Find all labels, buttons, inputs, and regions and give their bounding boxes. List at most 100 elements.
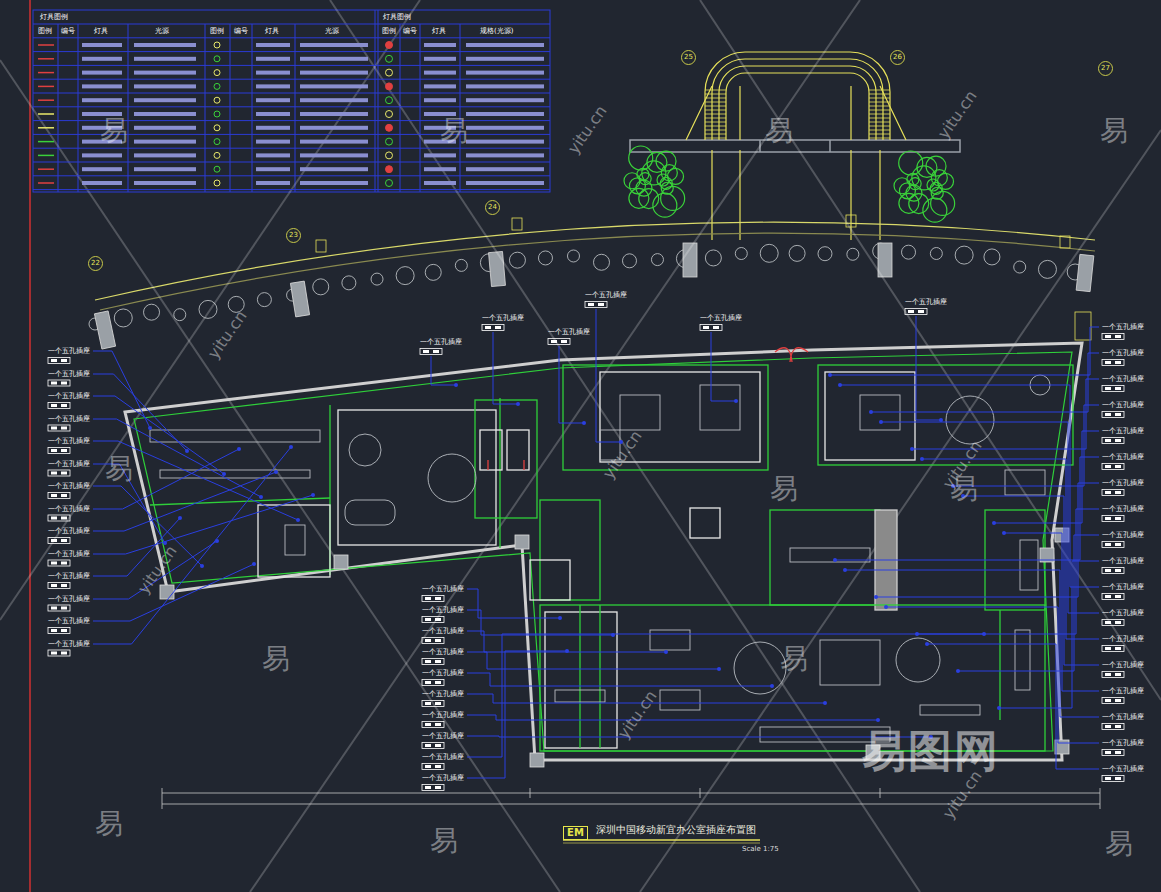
socket-tag: 一个五孔插座 — [422, 710, 464, 720]
socket-symbol — [425, 786, 431, 789]
table-cell-fill — [82, 84, 122, 88]
socket-tag: 一个五孔插座 — [700, 313, 742, 323]
drawing-title: 深圳中国移动新宜办公室插座布置图 — [596, 823, 756, 837]
table-cell-fill — [300, 140, 368, 144]
socket-symbol — [1115, 725, 1121, 728]
socket-tag: 一个五孔插座 — [1102, 738, 1144, 748]
furniture — [285, 525, 305, 555]
site-boundary — [100, 233, 1095, 310]
socket-symbol — [1115, 647, 1121, 650]
watermark: 易 — [95, 805, 123, 843]
socket-symbol — [435, 681, 441, 684]
table-cell-fill — [424, 98, 456, 102]
leader-line — [467, 651, 567, 778]
shrub-symbols — [174, 309, 186, 321]
legend-symbol — [214, 56, 220, 62]
socket-tag: 一个五孔插座 — [422, 773, 464, 783]
socket-point — [289, 445, 293, 449]
socket-symbol — [61, 652, 67, 655]
socket-symbol — [1115, 673, 1121, 676]
socket-symbol — [51, 472, 57, 475]
socket-symbol — [51, 539, 57, 542]
socket-tag: 一个五孔插座 — [1102, 530, 1144, 540]
socket-symbol — [48, 358, 70, 364]
socket-symbol — [422, 596, 444, 602]
socket-symbol — [1105, 673, 1111, 676]
table-cell-fill — [82, 167, 122, 171]
socket-point — [664, 650, 668, 654]
stair-steps — [705, 106, 726, 107]
grid-axis-bubble: 23 — [286, 228, 301, 243]
socket-symbol — [425, 681, 431, 684]
stair-steps — [705, 138, 726, 139]
axis-number: 22 — [91, 260, 100, 267]
interior-walls — [690, 508, 720, 538]
entrance-stair — [879, 150, 880, 240]
socket-symbol — [1115, 699, 1121, 702]
socket-symbol — [1105, 777, 1111, 780]
socket-symbol — [61, 449, 67, 452]
stair-steps — [869, 98, 890, 99]
socket-tag: 一个五孔插座 — [1102, 556, 1144, 566]
tree-symbols — [899, 151, 923, 175]
legend-line-sample — [38, 155, 54, 157]
socket-symbol — [1102, 516, 1124, 522]
shrub-symbols — [735, 248, 747, 260]
shrub-symbols — [371, 273, 383, 285]
grid-axis-bubble: 26 — [890, 50, 905, 65]
socket-tag: 一个五孔插座 — [1102, 452, 1144, 462]
socket-symbol — [48, 560, 70, 566]
shrub-symbols — [955, 246, 973, 264]
watermark: yitu.cn — [934, 87, 981, 142]
legend-symbol — [214, 139, 220, 145]
socket-tag: 一个五孔插座 — [585, 290, 627, 300]
legend-line-sample — [38, 44, 54, 46]
table-cell-fill — [424, 167, 456, 171]
structural-columns — [530, 753, 544, 767]
stair-steps — [705, 94, 726, 95]
socket-symbol — [435, 597, 441, 600]
socket-symbol — [1105, 465, 1111, 468]
socket-symbol — [1105, 335, 1111, 338]
shrub-symbols — [760, 244, 778, 262]
socket-tag: 一个五孔插座 — [420, 337, 462, 347]
axis-number: 26 — [893, 54, 902, 61]
socket-tag: 一个五孔插座 — [48, 369, 90, 379]
socket-tag: 一个五孔插座 — [905, 297, 947, 307]
shrub-symbols — [538, 251, 552, 265]
socket-point — [823, 701, 827, 705]
socket-symbol — [1115, 595, 1121, 598]
socket-symbol — [435, 660, 441, 663]
table-cell-fill — [466, 140, 544, 144]
title-underline — [563, 839, 760, 841]
socket-tag: 一个五孔插座 — [48, 459, 90, 469]
tree-symbols — [926, 156, 946, 176]
furniture — [650, 630, 690, 650]
socket-symbol — [422, 722, 444, 728]
socket-symbol — [51, 629, 57, 632]
socket-point — [997, 706, 1001, 710]
socket-symbol — [1102, 672, 1124, 678]
table-cell-fill — [134, 140, 196, 144]
socket-symbol — [435, 618, 441, 621]
socket-symbol — [482, 325, 504, 331]
table-cell-fill — [256, 112, 290, 116]
socket-symbol — [422, 701, 444, 707]
socket-tag: 一个五孔插座 — [1102, 712, 1144, 722]
table-frame — [205, 24, 206, 192]
socket-tag: 一个五孔插座 — [48, 549, 90, 559]
stair-steps — [869, 90, 890, 91]
tree-symbols — [624, 173, 640, 189]
facade-columns — [1075, 312, 1091, 340]
table-cell-fill — [134, 98, 196, 102]
socket-symbol — [61, 562, 67, 565]
table-cell-fill — [256, 57, 290, 61]
leader-line — [93, 351, 150, 428]
socket-symbol — [1115, 751, 1121, 754]
shrub-symbols — [705, 250, 721, 266]
socket-symbol — [1105, 621, 1111, 624]
legend-symbol — [386, 166, 393, 173]
socket-symbol — [61, 517, 67, 520]
socket-symbol — [1105, 595, 1111, 598]
watermark-lines — [330, 0, 920, 892]
